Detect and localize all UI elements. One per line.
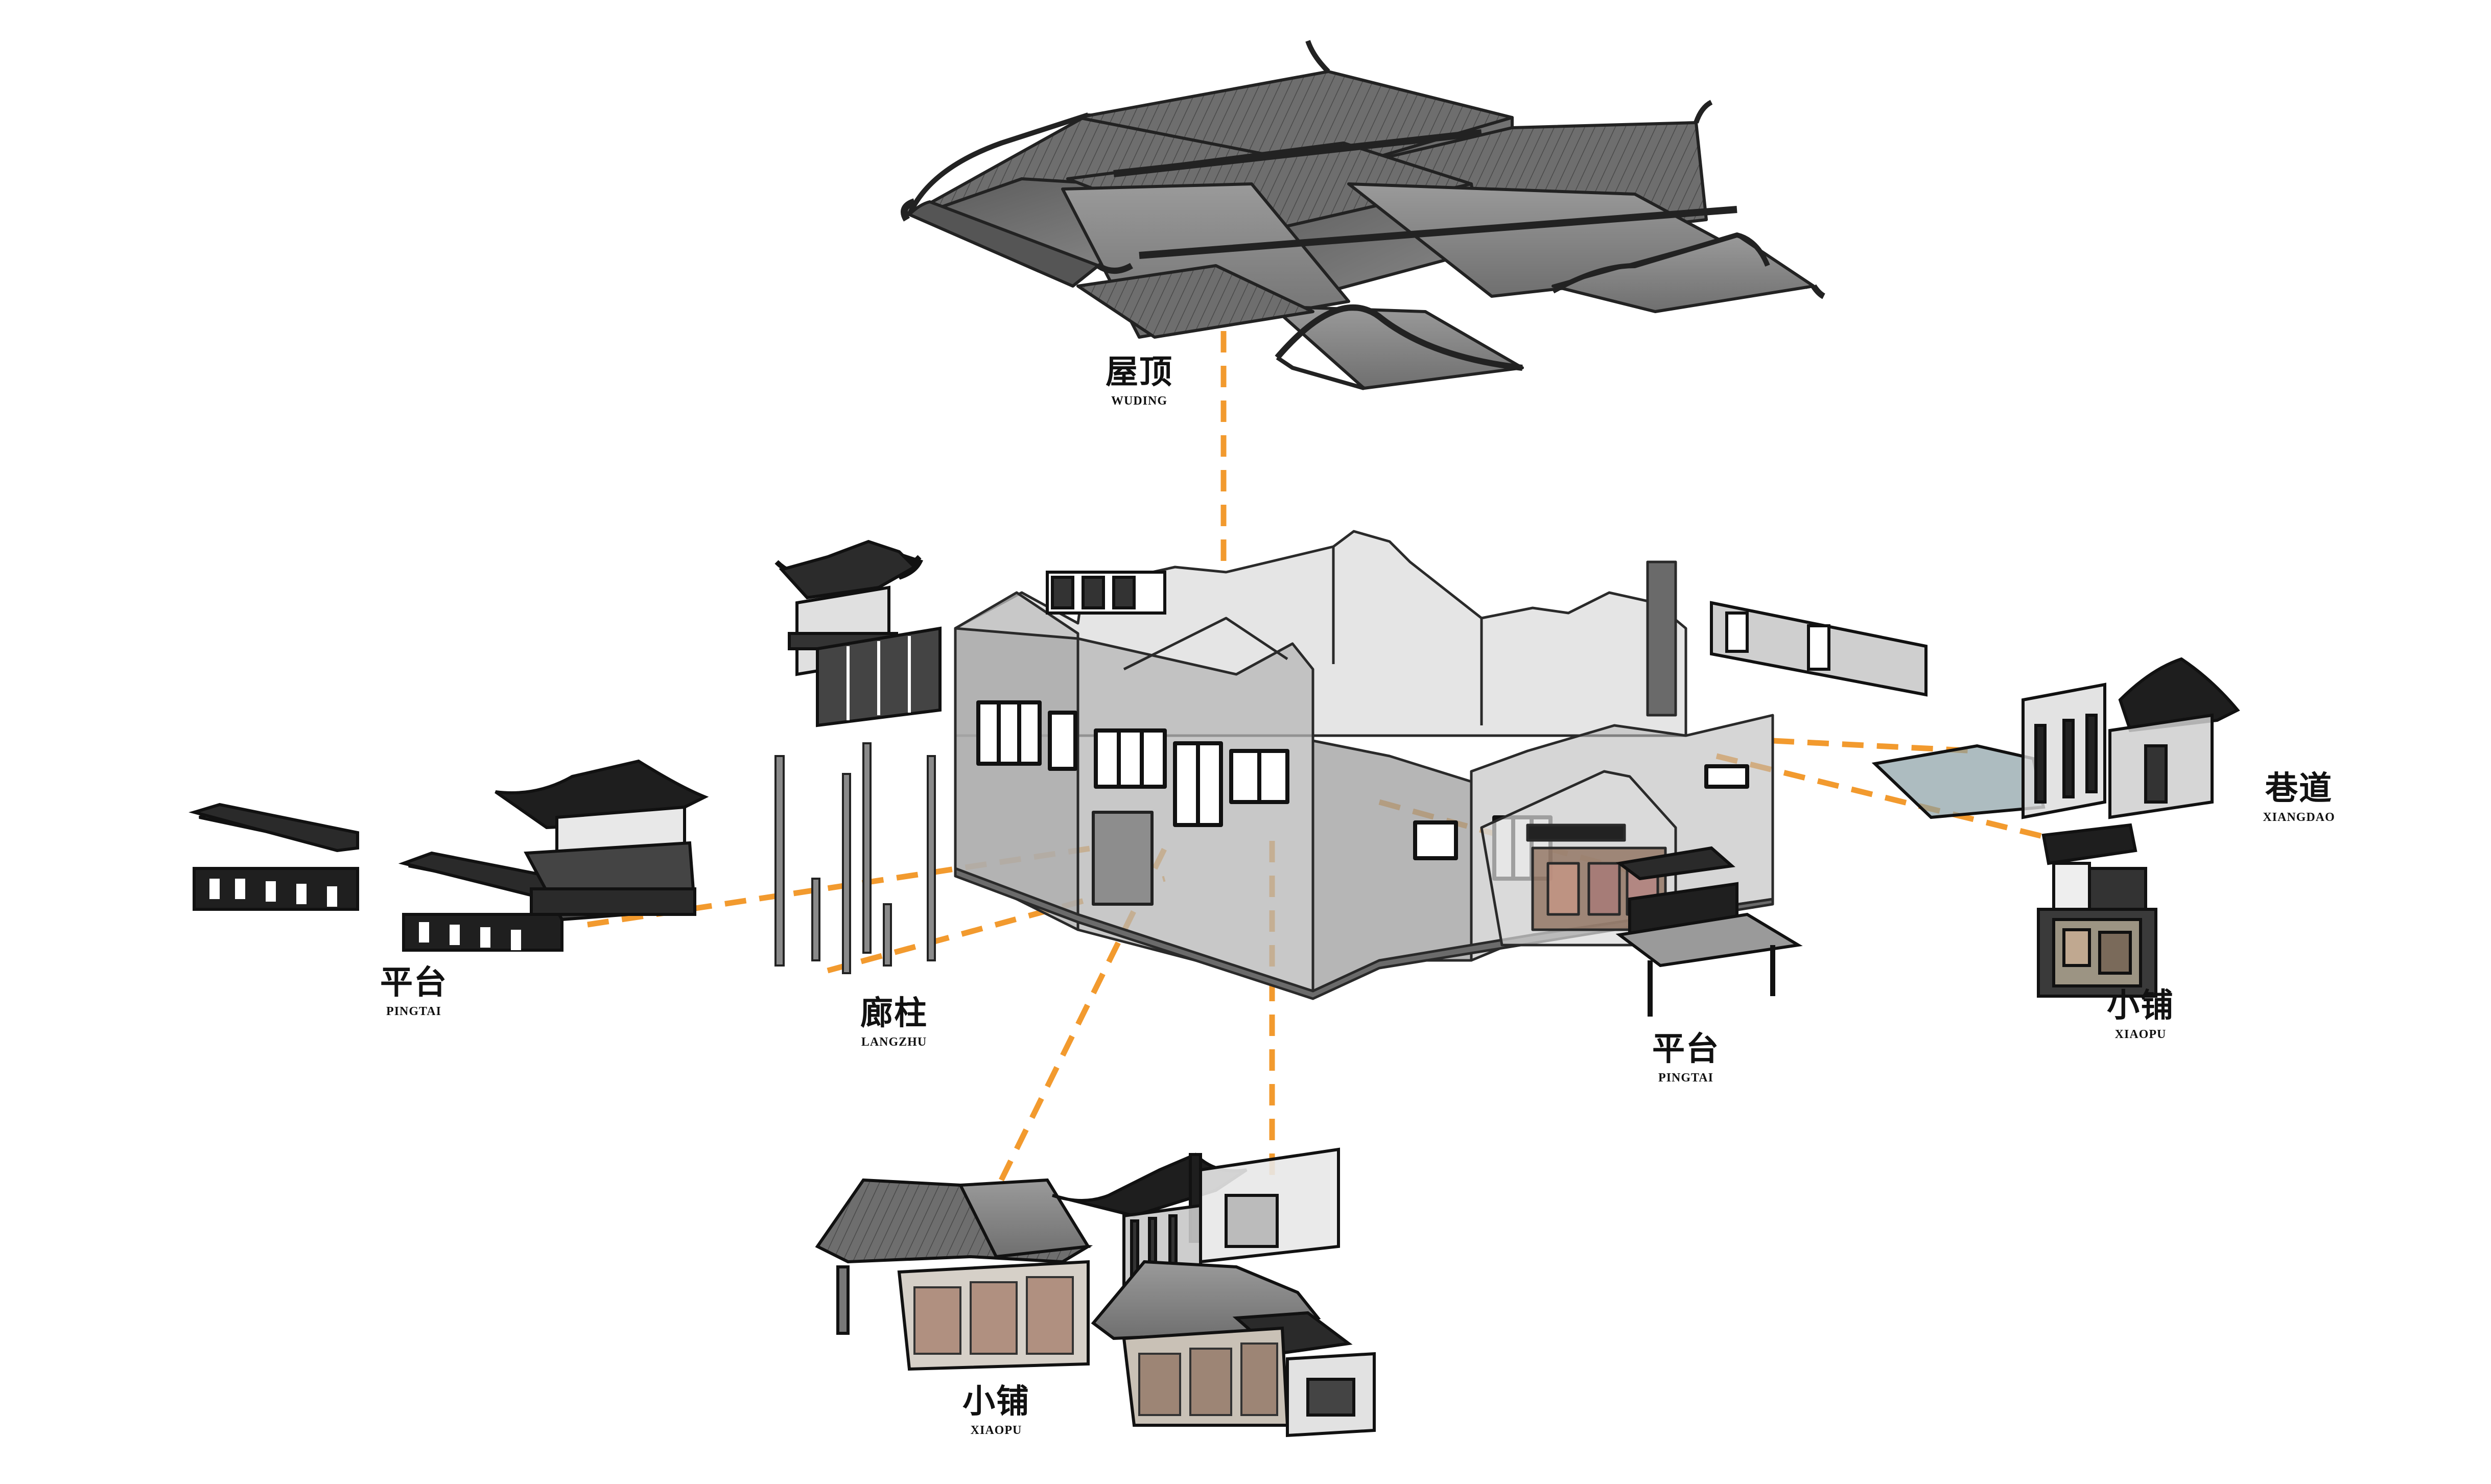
wall-panel-top-left	[1046, 571, 1166, 615]
label-columns: 廊柱 LANGZHU	[817, 996, 971, 1049]
platform-left-pavilion	[398, 759, 709, 952]
roof-assembly	[901, 40, 1825, 390]
label-platform-left: 平台 PINGTAI	[342, 965, 485, 1019]
label-platform-center-zh: 平台	[1652, 1030, 1720, 1068]
label-roof-zh: 屋顶	[1106, 353, 1173, 391]
label-roof: 屋顶 WUDING	[1073, 355, 1206, 408]
label-platform-left-en: PINGTAI	[386, 1005, 441, 1019]
label-alley: 巷道 XIANGDAO	[2222, 771, 2376, 825]
label-shop-right: 小铺 XIAOPU	[2064, 988, 2217, 1042]
label-shop-right-zh: 小铺	[2107, 986, 2174, 1025]
wall-panel-right	[1710, 601, 1928, 697]
shop-right-module	[2037, 823, 2157, 998]
label-columns-zh: 廊柱	[860, 994, 928, 1032]
label-shop-bottom-en: XIAOPU	[970, 1424, 1022, 1438]
columns-group	[774, 742, 936, 974]
leader-lines	[587, 296, 2050, 1182]
label-alley-zh: 巷道	[2265, 769, 2333, 808]
alley-module	[1871, 657, 2240, 819]
label-platform-center-en: PINGTAI	[1658, 1071, 1713, 1085]
label-shop-right-en: XIAOPU	[2114, 1028, 2167, 1042]
leader-shop-right	[1716, 753, 2050, 841]
label-shop-bottom: 小铺 XIAOPU	[925, 1384, 1068, 1438]
label-shop-bottom-zh: 小铺	[962, 1382, 1030, 1421]
leader-alley	[1772, 738, 1978, 754]
platform-left-small	[189, 803, 359, 911]
label-platform-center: 平台 PINGTAI	[1614, 1032, 1757, 1085]
label-platform-left-zh: 平台	[380, 963, 448, 1002]
label-alley-en: XIANGDAO	[2263, 811, 2335, 825]
label-columns-en: LANGZHU	[861, 1035, 927, 1049]
shop-bottom-module	[815, 1147, 1376, 1438]
platform-center-module	[1615, 846, 1803, 1017]
main-building	[954, 530, 1774, 1000]
label-roof-en: WUDING	[1111, 394, 1167, 408]
left-pavilion	[774, 539, 942, 727]
